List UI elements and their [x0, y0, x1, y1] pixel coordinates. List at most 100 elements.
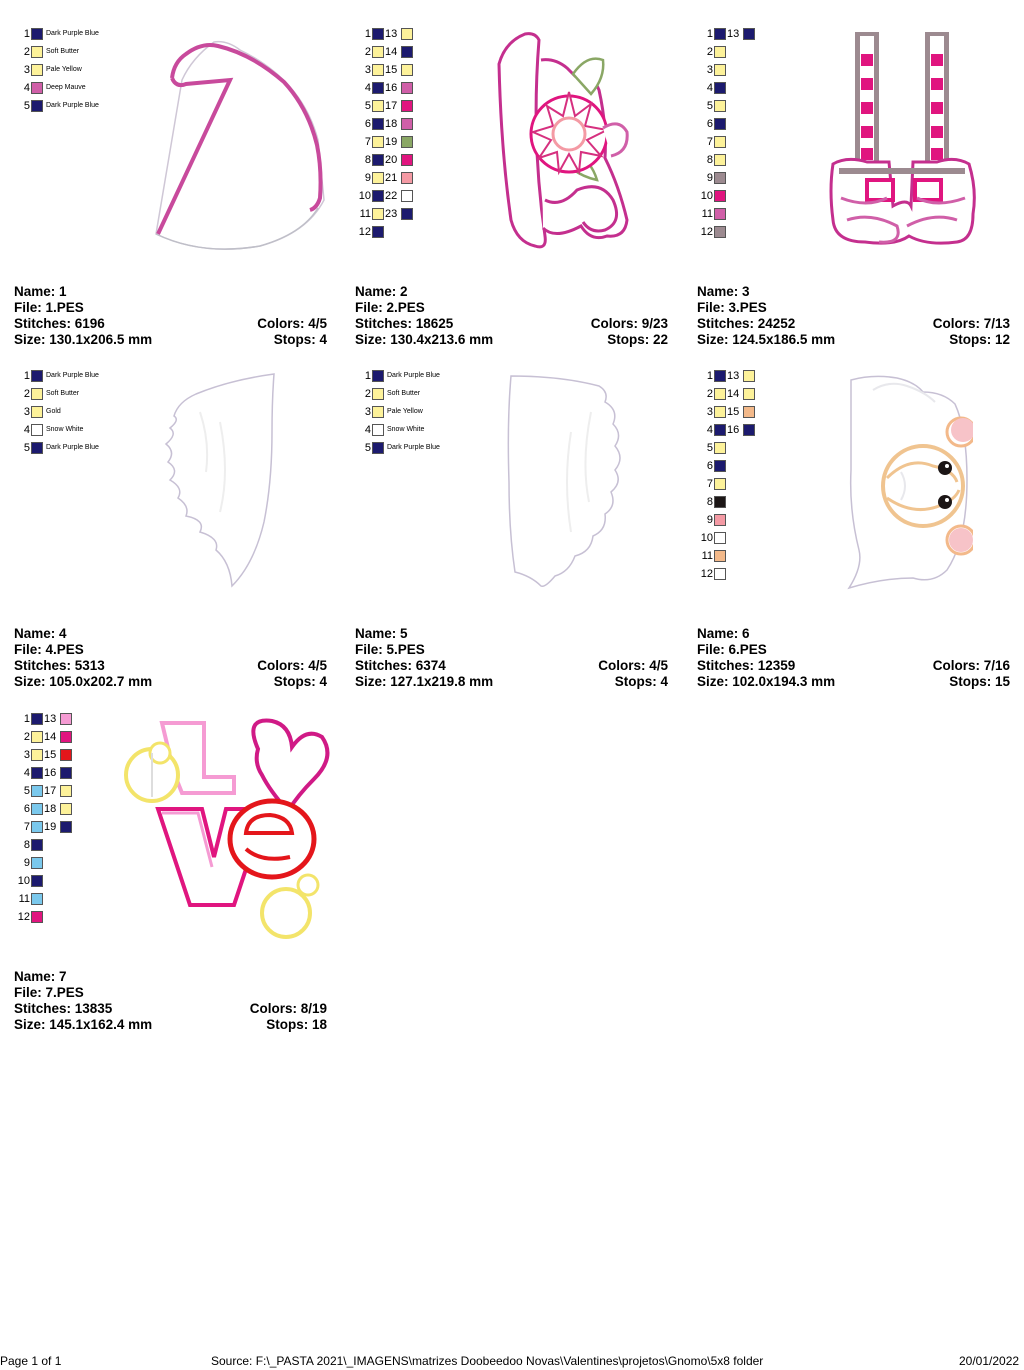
color-index: 13	[385, 27, 398, 40]
color-name: Soft Butter	[46, 47, 80, 55]
color-swatch	[743, 387, 755, 400]
color-index: 9	[23, 856, 30, 869]
color-swatch-row: 1 Dark Purple Blue	[14, 26, 99, 41]
color-index: 4	[23, 81, 30, 94]
color-index: 1	[23, 712, 30, 725]
source-path: Source: F:\_PASTA 2021\_IMAGENS\matrizes…	[211, 1354, 764, 1368]
color-swatch	[714, 477, 726, 490]
color-swatch	[743, 423, 755, 436]
color-name: Soft Butter	[46, 389, 80, 397]
color-swatch	[31, 99, 43, 112]
design-preview-hat	[155, 40, 325, 250]
color-index: 8	[706, 495, 713, 508]
color-swatch	[31, 892, 43, 905]
color-index: 1	[706, 369, 713, 382]
color-index: 11	[701, 207, 713, 220]
design-preview-flower-hat-brim	[497, 32, 629, 249]
color-index: 10	[358, 189, 371, 202]
color-swatch	[372, 387, 384, 400]
color-swatch	[31, 441, 43, 454]
print-date: 20/01/2022	[959, 1354, 1020, 1368]
color-swatch	[31, 423, 43, 436]
color-swatch	[714, 513, 726, 526]
color-swatch-row: 9	[14, 855, 43, 870]
color-swatch-row: 11	[697, 548, 726, 563]
color-swatch	[31, 784, 43, 797]
color-swatch	[401, 207, 413, 220]
color-index: 18	[385, 117, 398, 130]
color-index: 13	[44, 712, 57, 725]
color-swatch	[31, 730, 43, 743]
color-swatch	[714, 369, 726, 382]
color-index: 3	[23, 63, 30, 76]
color-swatch	[372, 99, 384, 112]
color-swatch	[401, 153, 413, 166]
color-swatch	[31, 387, 43, 400]
color-swatch-row: 7	[697, 134, 726, 149]
color-swatch	[714, 153, 726, 166]
color-name: Dark Purple Blue	[46, 29, 99, 37]
color-swatch-row: 4	[697, 80, 726, 95]
color-swatch	[714, 117, 726, 130]
color-swatch	[714, 495, 726, 508]
color-index: 4	[23, 423, 30, 436]
color-swatch	[31, 856, 43, 869]
color-index: 9	[706, 171, 713, 184]
color-swatch	[714, 135, 726, 148]
design-preview-love-lettering	[124, 718, 330, 939]
color-swatch	[714, 63, 726, 76]
design-preview-beard-right	[507, 375, 621, 588]
color-index: 5	[706, 99, 713, 112]
color-swatch	[714, 81, 726, 94]
color-swatch	[31, 712, 43, 725]
color-index: 7	[706, 135, 713, 148]
color-swatch	[60, 712, 72, 725]
color-swatch-row: 2	[697, 44, 726, 59]
color-swatch	[743, 369, 755, 382]
color-index: 3	[23, 405, 30, 418]
color-swatch	[60, 802, 72, 815]
color-index: 19	[385, 135, 398, 148]
color-swatch	[714, 189, 726, 202]
color-swatch	[401, 117, 413, 130]
color-swatch-row: 8	[14, 837, 43, 852]
color-name: Dark Purple Blue	[387, 443, 440, 451]
color-index: 7	[364, 135, 371, 148]
color-index: 1	[706, 27, 713, 40]
color-index: 10	[700, 189, 713, 202]
color-swatch	[31, 369, 43, 382]
color-index: 13	[727, 27, 740, 40]
color-swatch	[401, 81, 413, 94]
color-swatch	[401, 99, 413, 112]
color-swatch-row: 8	[697, 494, 726, 509]
color-swatch	[372, 441, 384, 454]
color-index: 3	[364, 405, 371, 418]
page-indicator: Page 1 of 1	[0, 1354, 62, 1368]
color-index: 1	[23, 27, 30, 40]
color-swatch	[60, 748, 72, 761]
color-swatch-row: 3	[697, 62, 726, 77]
color-name: Pale Yellow	[387, 407, 423, 415]
color-swatch	[401, 135, 413, 148]
color-index: 12	[700, 567, 713, 580]
color-swatch	[714, 387, 726, 400]
color-swatch	[372, 189, 384, 202]
color-swatch	[714, 207, 726, 220]
